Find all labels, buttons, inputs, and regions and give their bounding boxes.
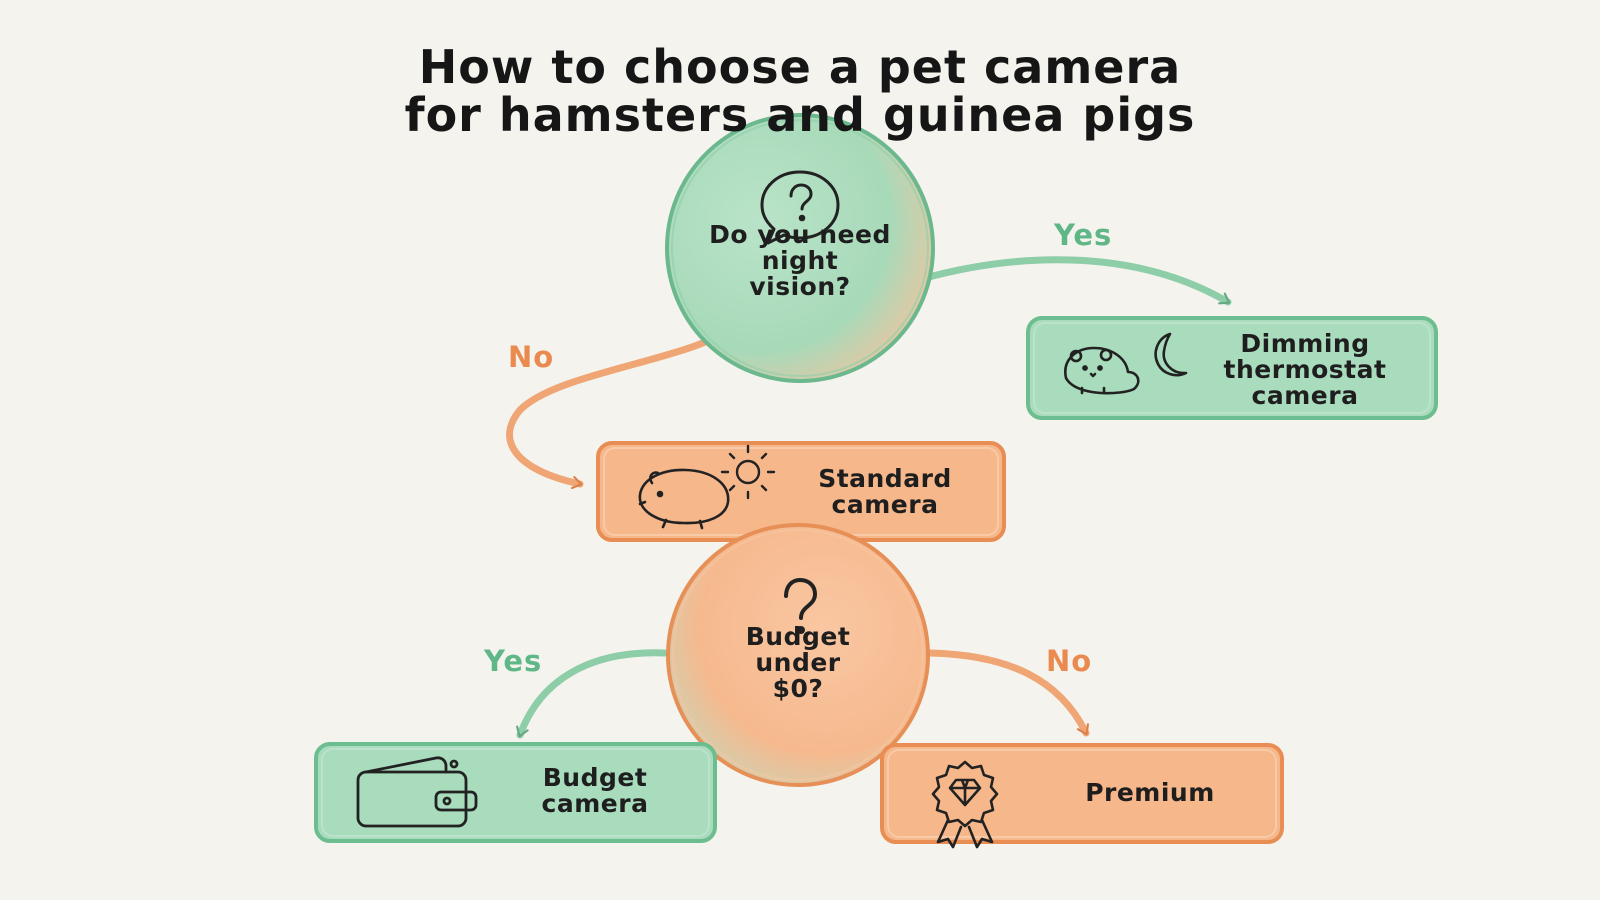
decision-night-vision-line-1: Do you need — [709, 220, 891, 249]
decision-night-vision — [665, 113, 935, 383]
decision-budget — [666, 523, 930, 787]
result-premium-label: Premium — [1040, 780, 1260, 806]
result-budget-camera-line-2: camera — [541, 789, 649, 818]
question-mark-icon — [784, 577, 818, 634]
edge-label-night-yes: Yes — [1054, 218, 1113, 252]
edge-budget-no — [926, 649, 1090, 737]
result-standard-line-2: camera — [831, 490, 939, 519]
decision-night-vision-line-2: night — [761, 246, 839, 275]
result-dimming-line-3: camera — [1251, 381, 1359, 410]
wallet-icon — [356, 756, 478, 828]
question-bubble-icon — [760, 170, 840, 245]
result-dimming-label: Dimming thermostat camera — [1190, 331, 1420, 409]
edge-label-night-no: No — [508, 340, 555, 374]
decision-night-vision-label: Do you need night vision? — [670, 222, 930, 300]
result-budget-camera — [314, 742, 717, 843]
page-title-line-2: for hamsters and guinea pigs — [404, 88, 1196, 142]
sun-icon — [720, 444, 776, 500]
result-dimming-line-1: Dimming — [1240, 329, 1370, 358]
diamond-badge-icon — [931, 760, 999, 849]
result-standard-camera — [596, 441, 1006, 542]
decision-budget-line-3: $0? — [772, 674, 824, 703]
moon-icon — [1154, 332, 1188, 377]
result-standard-line-1: Standard — [818, 464, 952, 493]
hamster-icon — [1064, 346, 1140, 395]
result-dimming-thermostat-camera — [1026, 316, 1438, 420]
edge-night-yes — [921, 256, 1232, 306]
result-premium-line-1: Premium — [1085, 778, 1215, 807]
edge-budget-yes — [516, 649, 669, 739]
decision-budget-line-1: Budget — [745, 622, 851, 651]
decision-budget-label: Budget under $0? — [700, 624, 896, 702]
decision-budget-line-2: under — [755, 648, 841, 677]
decision-night-vision-line-3: vision? — [749, 272, 851, 301]
result-dimming-line-2: thermostat — [1223, 355, 1387, 384]
page-title-line-1: How to choose a pet camera — [418, 40, 1182, 94]
edge-night-no — [506, 318, 744, 490]
guinea-pig-icon — [638, 468, 730, 530]
edge-label-budget-yes: Yes — [484, 644, 543, 678]
result-standard-label: Standard camera — [780, 466, 990, 518]
result-budget-camera-label: Budget camera — [500, 765, 690, 817]
result-budget-camera-line-1: Budget — [542, 763, 648, 792]
edge-label-budget-no: No — [1046, 644, 1093, 678]
result-premium — [880, 743, 1284, 849]
